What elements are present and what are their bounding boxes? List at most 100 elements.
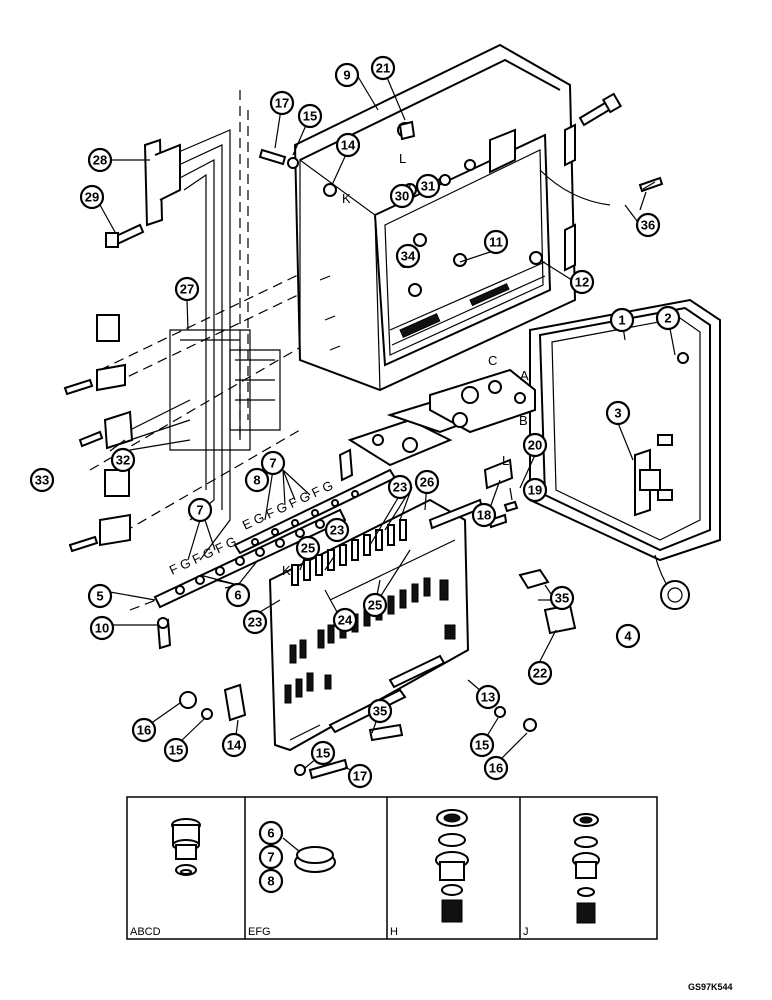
letter-c: C [488, 353, 497, 368]
callout-19: 19 [522, 477, 548, 503]
callout-9: 9 [334, 62, 360, 88]
callout-31: 31 [415, 173, 441, 199]
callout-7-inset: 7 [258, 844, 284, 870]
circuit-board [268, 498, 484, 752]
callout-33: 33 [29, 467, 55, 493]
bolt-17-top [258, 148, 299, 169]
callout-30: 30 [389, 183, 415, 209]
callout-28: 28 [87, 147, 113, 173]
callout-15-mid: 15 [310, 740, 336, 766]
svg-text:33: 33 [35, 473, 49, 488]
callout-15-right: 15 [469, 732, 495, 758]
callout-23-lower: 23 [242, 609, 268, 635]
svg-text:27: 27 [180, 282, 194, 297]
svg-text:25: 25 [301, 541, 315, 556]
svg-text:24: 24 [338, 613, 353, 628]
callout-17-top: 17 [269, 90, 295, 116]
bolt-29 [105, 223, 145, 248]
gland-4 [660, 580, 690, 610]
callout-22: 22 [527, 660, 553, 686]
hardware-bottom [156, 458, 577, 780]
callout-34: 34 [395, 243, 421, 269]
svg-text:12: 12 [575, 275, 589, 290]
gland-h [435, 809, 469, 923]
svg-text:7: 7 [267, 850, 274, 865]
callout-2: 2 [655, 305, 681, 331]
callout-13: 13 [475, 684, 501, 710]
callout-4: 4 [615, 623, 641, 649]
svg-text:14: 14 [341, 138, 356, 153]
callout-14-bottom: 14 [221, 732, 247, 758]
svg-text:5: 5 [96, 589, 103, 604]
svg-text:13: 13 [481, 690, 495, 705]
svg-text:32: 32 [116, 453, 130, 468]
screws-left [63, 378, 134, 553]
callout-23-upper: 23 [387, 474, 413, 500]
nut-21 [398, 120, 416, 141]
callout-15-left: 15 [163, 737, 189, 763]
blanking-cap-efg [282, 837, 336, 873]
svg-text:23: 23 [330, 523, 344, 538]
gland-detail-inset: ABCD EFG H J 6 7 8 [126, 796, 658, 940]
inset-label-h: H [390, 926, 398, 938]
svg-text:15: 15 [303, 109, 317, 124]
callout-25-left: 25 [295, 535, 321, 561]
inset-label-abcd: ABCD [130, 926, 161, 938]
callout-8: 8 [244, 467, 270, 493]
callout-17-bottom: 17 [347, 763, 373, 789]
terminal-studs [175, 490, 359, 595]
callout-12: 12 [569, 269, 595, 295]
svg-text:30: 30 [395, 189, 409, 204]
letter-l-lower: L [502, 453, 509, 468]
svg-text:2: 2 [664, 311, 671, 326]
svg-text:35: 35 [373, 704, 387, 719]
relays [96, 314, 131, 547]
inset-label-j: J [523, 926, 529, 938]
svg-text:15: 15 [316, 746, 330, 761]
svg-text:28: 28 [93, 153, 107, 168]
callout-8-inset: 8 [258, 868, 284, 894]
svg-text:22: 22 [533, 666, 547, 681]
svg-text:17: 17 [275, 96, 289, 111]
svg-text:21: 21 [376, 61, 390, 76]
inset-label-efg: EFG [248, 926, 271, 938]
callout-24: 24 [332, 607, 358, 633]
letter-l-upper: L [399, 151, 406, 166]
gland-j [572, 813, 600, 924]
callout-20: 20 [522, 432, 548, 458]
gland-plates [338, 368, 536, 482]
svg-text:23: 23 [393, 480, 407, 495]
callout-23-mid: 23 [324, 517, 350, 543]
callout-11: 11 [483, 229, 509, 255]
svg-text:15: 15 [475, 738, 489, 753]
callout-15-top: 15 [297, 103, 323, 129]
svg-text:17: 17 [353, 769, 367, 784]
callout-35-bottom: 35 [367, 698, 393, 724]
wiring-harness [89, 90, 351, 611]
svg-text:23: 23 [248, 615, 262, 630]
callout-18: 18 [471, 502, 497, 528]
letter-b: B [519, 413, 528, 428]
svg-text:6: 6 [267, 826, 274, 841]
callout-3: 3 [605, 400, 631, 426]
gland-abcd [171, 818, 201, 876]
callout-10: 10 [89, 615, 115, 641]
callout-14-top: 14 [335, 132, 361, 158]
svg-text:1: 1 [618, 313, 625, 328]
svg-text:31: 31 [421, 179, 435, 194]
callout-36: 36 [635, 212, 661, 238]
svg-text:20: 20 [528, 438, 542, 453]
callout-29: 29 [79, 184, 105, 210]
svg-text:16: 16 [137, 723, 151, 738]
svg-text:15: 15 [169, 743, 183, 758]
callout-25-right: 25 [362, 592, 388, 618]
door-cover [529, 298, 721, 591]
callout-7-upper: 7 [260, 450, 286, 476]
svg-text:4: 4 [624, 629, 632, 644]
svg-text:9: 9 [343, 68, 350, 83]
letter-a: A [520, 368, 529, 383]
svg-text:25: 25 [368, 598, 382, 613]
svg-text:18: 18 [477, 508, 491, 523]
svg-text:26: 26 [420, 475, 434, 490]
callout-35-right: 35 [549, 585, 575, 611]
